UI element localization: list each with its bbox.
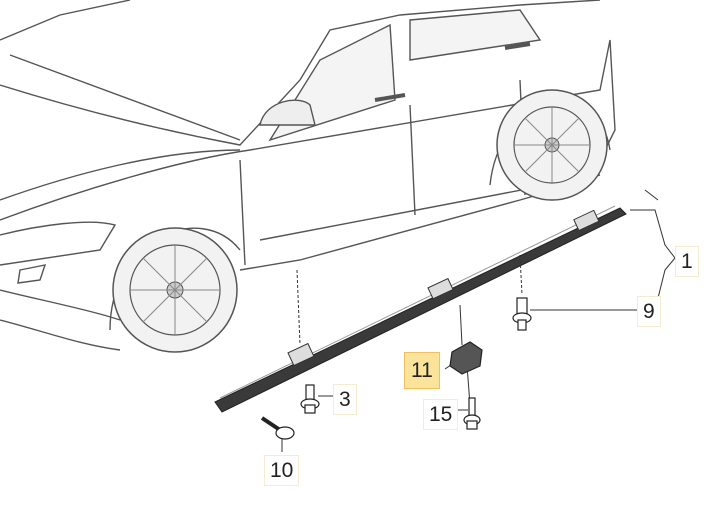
screw-10 — [260, 416, 295, 440]
screw-15 — [463, 397, 481, 430]
leader-lines — [281, 189, 676, 452]
clip-9 — [512, 297, 532, 331]
car-body — [0, 0, 616, 351]
fasteners — [260, 297, 532, 440]
part-label-9[interactable]: 9 — [637, 296, 661, 327]
part-label-3[interactable]: 3 — [333, 384, 357, 415]
part-label-10[interactable]: 10 — [264, 455, 300, 486]
bracket-11 — [449, 341, 483, 375]
part-label-11[interactable]: 11 — [404, 352, 440, 389]
screw-3 — [300, 384, 320, 414]
part-label-15[interactable]: 15 — [423, 399, 459, 430]
rear-wheel — [496, 89, 608, 201]
sill-trim-strip — [214, 205, 627, 413]
front-wheel — [112, 227, 238, 353]
part-label-1[interactable]: 1 — [675, 246, 699, 277]
